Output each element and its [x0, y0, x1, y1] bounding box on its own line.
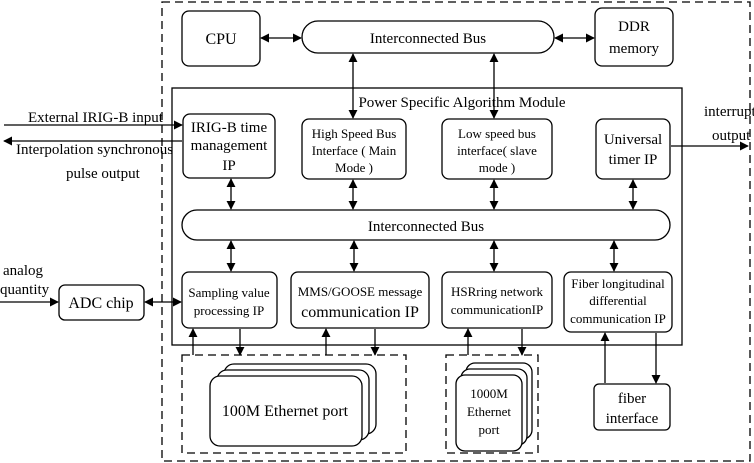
cpu-block: [181, 10, 261, 67]
hsbus-block: [301, 118, 407, 180]
irig-block: [182, 113, 276, 179]
timer-label-2: timer IP: [609, 152, 658, 168]
eth1000-label-1: 1000M: [470, 386, 508, 401]
ddr-block: [594, 7, 674, 67]
eth1000-card: [455, 374, 523, 452]
interp-label-2: pulse output: [66, 166, 141, 182]
ddr-label-2: memory: [609, 41, 659, 57]
sampling-label-2: processing IP: [194, 303, 264, 318]
analog-label-1: analog: [3, 263, 43, 279]
lsbus-label-1: Low speed bus: [458, 126, 536, 141]
soc-boundary: [161, 1, 751, 462]
hsr-block: [441, 271, 553, 329]
fiberdiff-block: [563, 271, 673, 333]
fiberdiff-label-3: communication IP: [570, 311, 666, 326]
irig-label-1: IRIG-B time: [191, 120, 268, 136]
irig-input-label: External IRIG-B input: [28, 110, 164, 126]
interp-label-1: Interpolation synchronous: [16, 142, 173, 158]
hsbus-label-1: High Speed Bus: [312, 126, 397, 141]
module-title: Power Specific Algorithm Module: [358, 95, 565, 111]
mms-label-2: communication IP: [301, 304, 419, 321]
interrupt-label-2: output: [712, 128, 751, 144]
irig-label-2: management: [191, 138, 268, 154]
fiber-if-label-1: fiber: [618, 391, 646, 407]
adc-label: ADC chip: [68, 295, 133, 312]
bus-mid: [181, 209, 671, 241]
mms-block: [290, 271, 430, 329]
eth100-group: [181, 354, 407, 454]
interrupt-label-1: interrupt: [704, 104, 754, 120]
hsr-label-1: HSRring network: [451, 284, 544, 299]
adc-block: [58, 284, 145, 321]
cpu-label: CPU: [205, 31, 237, 48]
lsbus-label-2: interface( slave: [457, 143, 537, 158]
hsbus-label-2: Interface ( Main: [312, 143, 397, 158]
eth1000-group: [445, 354, 539, 454]
lsbus-block: [441, 118, 553, 180]
eth100-label: 100M Ethernet port: [222, 403, 349, 420]
hsbus-label-3: Mode ): [335, 160, 373, 175]
sampling-block: [181, 271, 278, 329]
algorithm-module: [171, 87, 683, 346]
lsbus-label-3: mode ): [479, 160, 515, 175]
fiber-interface-block: [593, 383, 671, 431]
ddr-label-1: DDR: [618, 19, 650, 35]
timer-label-1: Universal: [604, 132, 662, 148]
bus-top: [301, 20, 555, 54]
bus-mid-label: Interconnected Bus: [368, 219, 484, 235]
mms-label-1: MMS/GOOSE message: [298, 284, 423, 299]
sampling-label-1: Sampling value: [188, 285, 269, 300]
eth100-card: [209, 375, 363, 447]
hsr-label-2: communicationIP: [451, 302, 543, 317]
fiber-if-label-2: interface: [606, 411, 659, 427]
analog-label-2: quantity: [0, 282, 50, 298]
eth1000-label-3: port: [479, 422, 500, 437]
fiberdiff-label-1: Fiber longitudinal: [571, 276, 665, 291]
bus-top-label: Interconnected Bus: [370, 31, 486, 47]
timer-block: [595, 118, 671, 180]
fiberdiff-label-2: differential: [589, 293, 647, 308]
eth1000-label-2: Ethernet: [467, 404, 511, 419]
irig-label-3: IP: [222, 158, 235, 174]
